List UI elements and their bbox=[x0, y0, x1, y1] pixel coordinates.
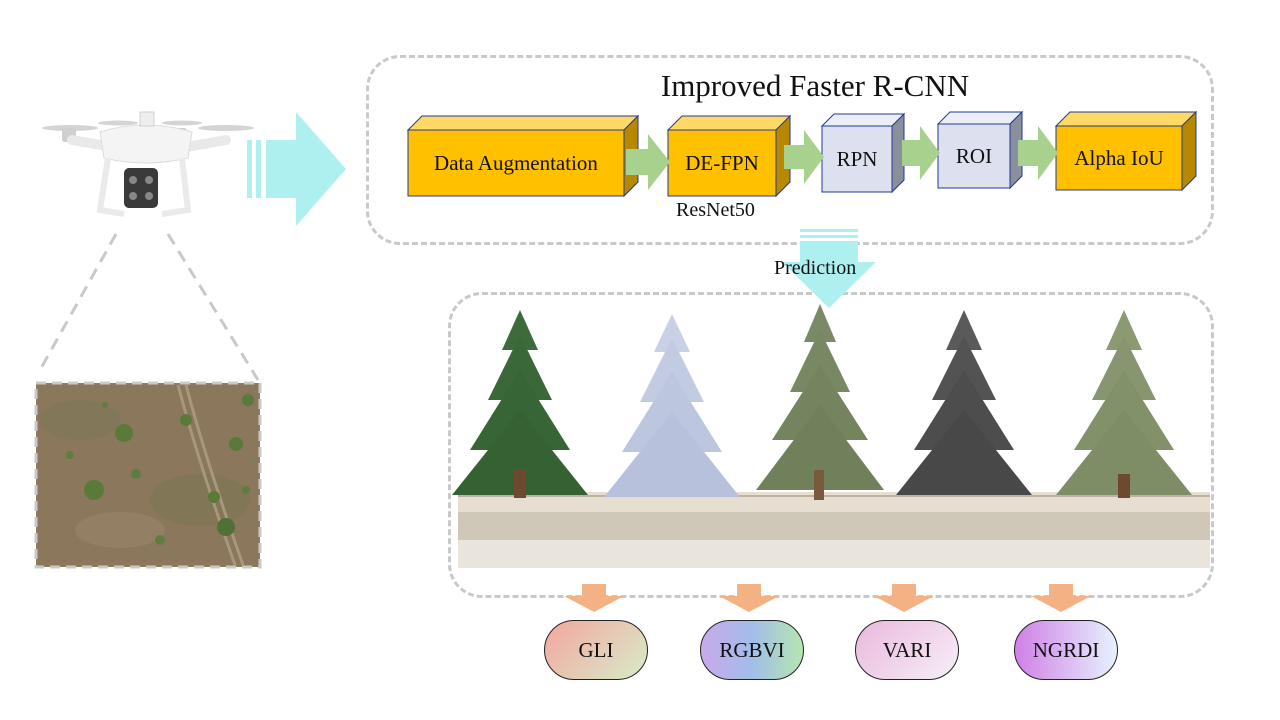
tree-olive bbox=[756, 304, 884, 500]
diagram-title: Improved Faster R-CNN bbox=[660, 68, 970, 103]
block-label-de-fpn: DE-FPN bbox=[685, 150, 759, 175]
index-ngrdi: NGRDI bbox=[1014, 620, 1118, 680]
index-vari: VARI bbox=[855, 620, 959, 680]
block-label-data-augmentation: Data Augmentation bbox=[434, 150, 598, 175]
tree-dark-gray bbox=[896, 310, 1032, 495]
drone-icon bbox=[42, 111, 254, 217]
block-label-rpn: RPN bbox=[836, 146, 878, 171]
arrow-aug-to-defpn bbox=[626, 134, 670, 190]
projection-line-right bbox=[166, 233, 260, 381]
arrow-roi-to-alpha bbox=[1018, 126, 1058, 180]
block-rpn bbox=[820, 112, 906, 194]
backbone-label: ResNet50 bbox=[676, 199, 755, 221]
block-de-fpn bbox=[666, 114, 792, 198]
block-roi bbox=[936, 110, 1024, 190]
arrow-defpn-to-rpn bbox=[784, 130, 824, 184]
block-data-augmentation bbox=[406, 114, 640, 198]
block-label-roi: ROI bbox=[955, 143, 993, 168]
index-gli: GLI bbox=[544, 620, 648, 680]
model-panel bbox=[366, 55, 1214, 245]
tree-sage bbox=[1056, 310, 1192, 498]
projection-line-left bbox=[38, 233, 118, 371]
block-alpha-iou bbox=[1054, 110, 1198, 192]
tree-green bbox=[452, 310, 588, 498]
flow-arrows bbox=[626, 126, 1058, 190]
arrow-rpn-to-roi bbox=[902, 126, 940, 180]
block-label-alpha-iou: Alpha IoU bbox=[1074, 145, 1164, 170]
prediction-label: Prediction bbox=[774, 257, 857, 279]
tree-light-blue bbox=[604, 314, 740, 497]
aerial-image bbox=[34, 381, 262, 569]
ground bbox=[458, 492, 1210, 568]
input-arrow bbox=[247, 112, 346, 226]
index-arrows bbox=[564, 584, 1091, 612]
index-rgbvi: RGBVI bbox=[700, 620, 804, 680]
prediction-arrow bbox=[782, 229, 876, 308]
